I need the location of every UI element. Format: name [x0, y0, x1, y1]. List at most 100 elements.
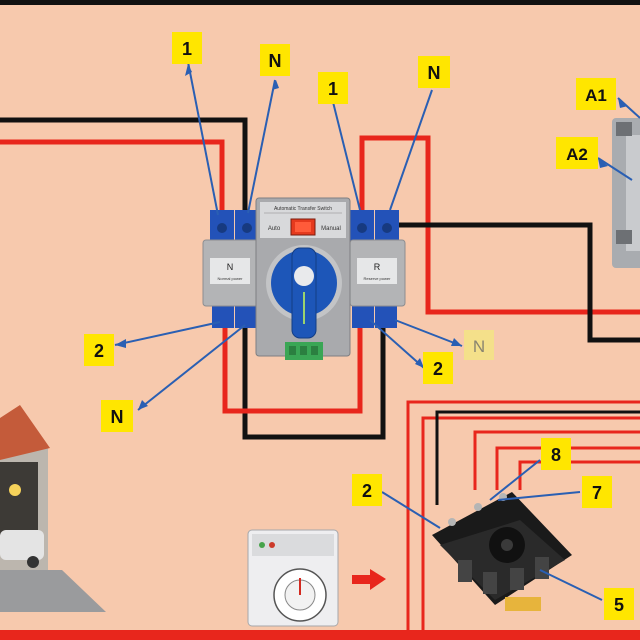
garage-floor [0, 570, 106, 612]
arrow-head [370, 569, 386, 590]
socket-screw-2 [474, 503, 482, 511]
label-l8: N [101, 400, 133, 432]
contactor-terminal-a1 [616, 122, 632, 136]
label-l6-text: A2 [566, 145, 588, 164]
contactor-face [626, 135, 640, 251]
ats-green-pin-2 [300, 346, 307, 355]
label-l14-text: 5 [614, 595, 624, 615]
wire-black-output-loop [242, 320, 386, 440]
arrowhead-l8 [138, 400, 148, 410]
timer-led-1 [259, 542, 265, 548]
label-l2-box [260, 44, 290, 76]
label-l11-box [541, 438, 571, 470]
arrowhead-l1 [185, 64, 192, 76]
pointer-l14 [539, 569, 603, 601]
label-l5-box [576, 78, 616, 110]
pointer-l3 [332, 101, 361, 211]
pointer-l8 [137, 324, 246, 411]
ats-auto-label: Auto [268, 226, 281, 232]
pointer-l11 [489, 459, 541, 501]
arrow-shaft [352, 575, 370, 584]
label-l2: N [260, 44, 290, 76]
garage-door-opening [0, 462, 38, 542]
label-l12-box [352, 474, 382, 506]
label-l2-text: N [269, 51, 282, 71]
ats-left-label-plate [210, 258, 250, 284]
label-l9-box [464, 330, 494, 360]
ats-right-module-label: R [374, 262, 381, 272]
timer-relay-icon [247, 529, 339, 627]
wire-black-left-feed [0, 117, 248, 215]
arrowhead-l10 [415, 358, 424, 368]
automatic-transfer-switch: N Normal power R Reserve power Automatic… [202, 197, 406, 360]
label-l8-text: N [111, 407, 124, 427]
label-l14: 5 [604, 588, 634, 620]
arrowhead-l6 [598, 158, 608, 168]
garage-house-icon [0, 405, 106, 612]
top-border [0, 0, 640, 5]
terminal-bottom-right-n [352, 304, 374, 328]
pointer-lines [114, 61, 640, 601]
pointer-l7 [114, 321, 221, 346]
arrow-right-icon [352, 569, 386, 590]
terminal-bottom-right-2 [375, 304, 397, 328]
label-l6-box [556, 137, 598, 169]
label-l10: 2 [423, 352, 453, 384]
label-l4-text: N [428, 63, 441, 83]
label-l4-box [418, 56, 450, 88]
label-l11: 8 [541, 438, 571, 470]
ats-manual-label: Manual [321, 226, 341, 232]
terminal-bottom-left-n [235, 304, 257, 328]
pointer-l13 [497, 491, 581, 501]
arrowhead-l2 [272, 80, 279, 90]
garage-car-wheel [27, 556, 39, 568]
pointer-l2 [247, 79, 276, 214]
wire-red-frame-outer [406, 400, 640, 630]
wires [0, 117, 640, 630]
label-l5: A1 [576, 78, 616, 110]
label-l9-text: N [473, 337, 485, 356]
label-l5-text: A1 [585, 86, 607, 105]
labels: 1 N 1 N A1 A2 2 N [84, 32, 634, 620]
socket-terminal-4 [535, 557, 549, 579]
ats-left-module-sub: Normal power [218, 276, 244, 281]
label-l13: 7 [582, 476, 612, 508]
socket-center-key [501, 539, 513, 551]
screw-tr2 [382, 223, 392, 233]
label-l12-text: 2 [362, 481, 372, 501]
screw-tl1 [217, 223, 227, 233]
socket-terminal-2 [483, 572, 497, 594]
label-l3: 1 [318, 72, 348, 104]
ats-header-text: Automatic Transfer Switch [274, 206, 332, 212]
socket-terminal-1 [458, 560, 472, 582]
arrowhead-l7 [115, 339, 126, 348]
garage-roof [0, 405, 50, 460]
label-l3-box [318, 72, 348, 104]
pointer-l1 [187, 61, 219, 216]
label-l12: 2 [352, 474, 382, 506]
wire-red-socket-b [495, 446, 640, 490]
pointer-l6 [597, 157, 633, 181]
label-l4: N [418, 56, 450, 88]
arrowhead-l9 [451, 338, 462, 346]
label-l7-text: 2 [94, 341, 104, 361]
label-l1-text: 1 [182, 39, 192, 59]
pointer-l12 [381, 491, 441, 529]
pointer-arrowheads [115, 64, 628, 410]
garage-lamp [9, 484, 21, 496]
terminal-bottom-left-2 [212, 304, 234, 328]
wire-black-right-input [390, 222, 640, 343]
wire-red-frame-inner [421, 416, 640, 630]
label-l7: 2 [84, 334, 114, 366]
wire-red-left-feed [0, 139, 225, 215]
timer-led-2 [269, 542, 275, 548]
arrowhead-l5 [618, 98, 628, 108]
bottom-border-red [0, 630, 640, 640]
label-l6: A2 [556, 137, 598, 169]
label-l10-text: 2 [433, 359, 443, 379]
contactor [612, 118, 640, 268]
label-l7-box [84, 334, 114, 366]
wire-red-output-loop [222, 320, 363, 414]
wire-red-socket-c [518, 460, 640, 490]
ats-right-module-sub: Reserve power [364, 276, 392, 281]
